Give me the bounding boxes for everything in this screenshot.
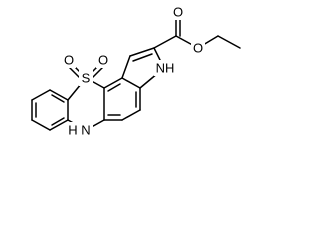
bond-benzene-inner-3 (51, 94, 65, 103)
bond-mid-4 (121, 109, 141, 121)
amine-h-label: H (68, 123, 77, 138)
carbonyl-oxygen-label: O (173, 5, 183, 20)
bond-pyrrole-2 (129, 47, 155, 57)
bond-ethyl-2 (217, 35, 241, 49)
sulfur-label: S (82, 71, 91, 86)
sulfone-oxygen-left-label: O (64, 53, 74, 68)
bond-pyrrole-1 (121, 55, 131, 79)
bond-mid-2 (121, 77, 141, 89)
carbonyl-oxygen-atom: O (171, 4, 185, 20)
bond-benzene-5 (49, 89, 69, 101)
bond-benzene-3 (49, 119, 69, 131)
sulfone-oxygen-left-atom: O (62, 52, 76, 68)
amine-n-atom: N (79, 122, 93, 138)
amine-n-label: N (81, 123, 90, 138)
bond-layer (31, 13, 241, 131)
pyrrole-nh-atom: NH (154, 60, 176, 76)
bond-pyrrole-2-inner (132, 53, 153, 62)
bond-mid-inner-1 (107, 83, 121, 92)
molecule-structure-drawing: S O O O O NH N H (31, 4, 241, 138)
atom-label-layer: S O O O O NH N H (62, 4, 205, 138)
ester-oxygen-label: O (193, 41, 203, 56)
amine-h-atom: H (67, 122, 79, 138)
bond-mid-1 (103, 77, 123, 89)
bond-benzene-6 (31, 89, 51, 101)
pyrrole-nh-label: NH (156, 61, 175, 76)
bond-benzene-2 (31, 119, 51, 131)
sulfur-atom: S (79, 70, 93, 86)
sulfone-oxygen-right-label: O (98, 53, 108, 68)
bond-ester-c (153, 35, 177, 49)
sulfone-oxygen-right-atom: O (96, 52, 110, 68)
ester-oxygen-atom: O (191, 40, 205, 56)
bond-benzene-inner-2 (51, 117, 65, 126)
